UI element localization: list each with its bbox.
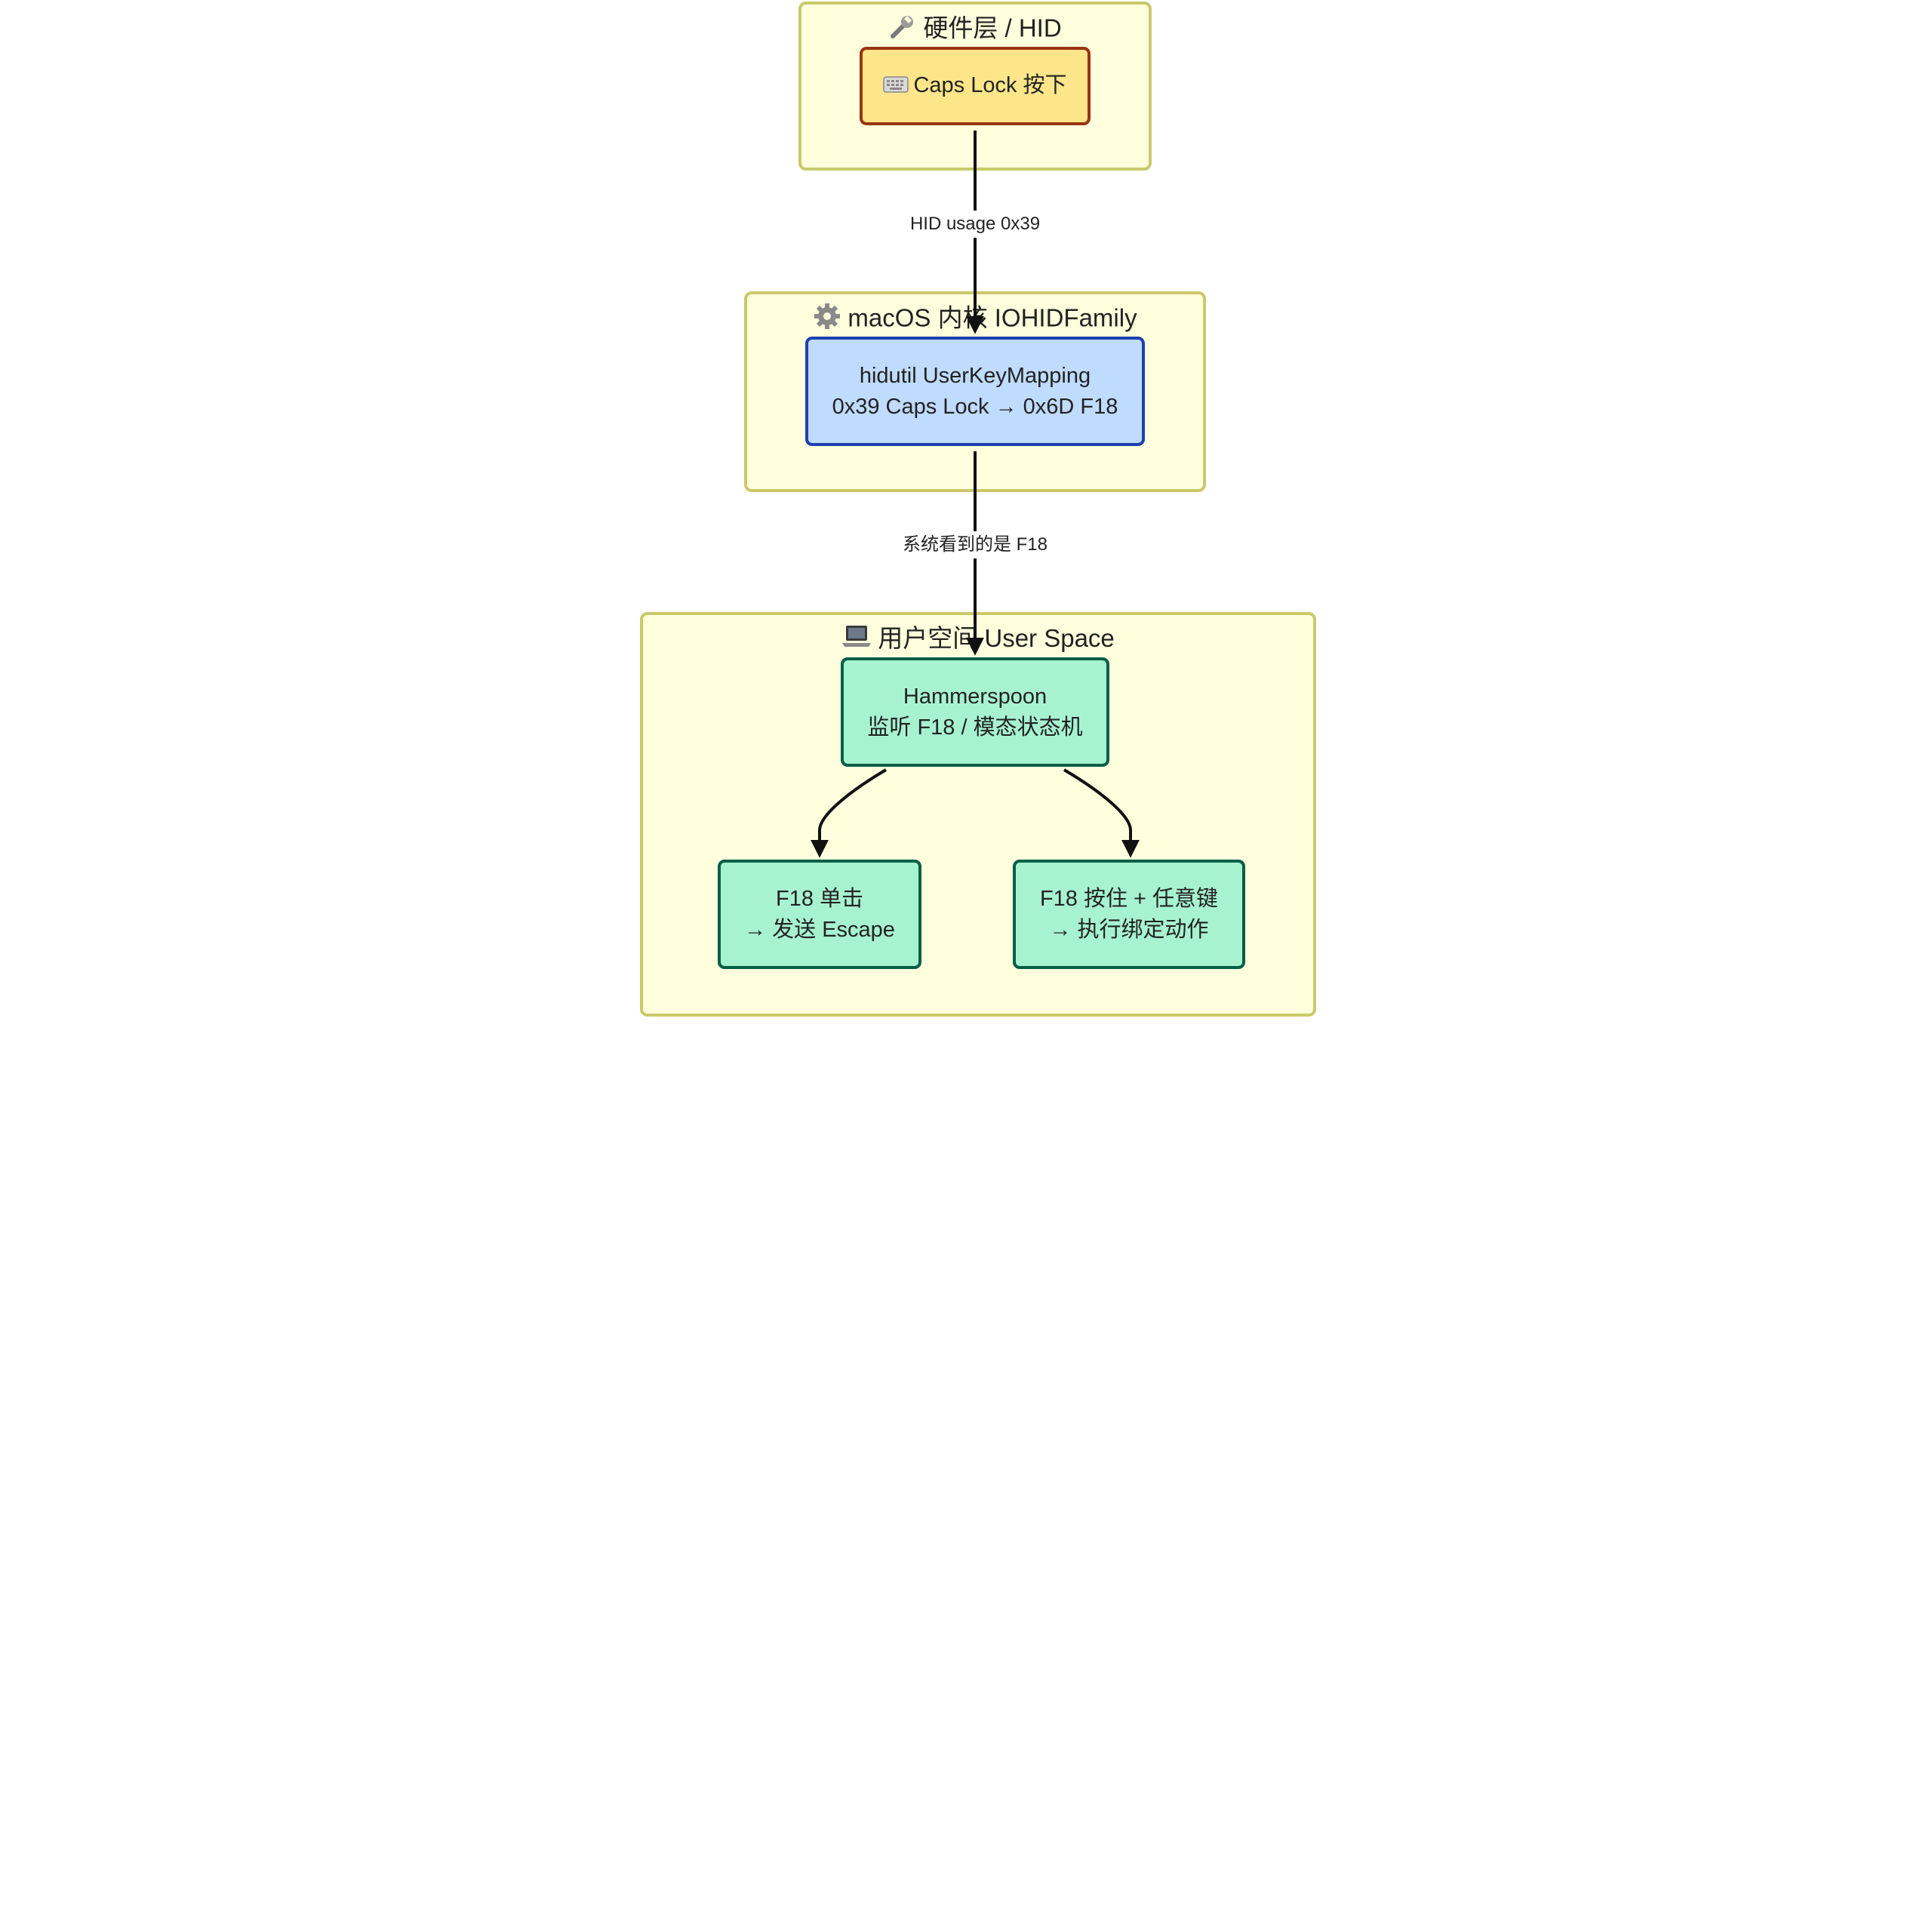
node-capslock-press: Caps Lock 按下 [860,47,1091,125]
cluster-kernel-label: macOS 内核 IOHIDFamily [848,303,1137,332]
wrench-icon [888,12,917,48]
node-capslock-label-row: Caps Lock 按下 [883,70,1067,102]
cluster-userspace-label: 用户空间 User Space [878,624,1115,652]
node-hidutil-mapping: hidutil UserKeyMapping 0x39 Caps Lock → … [805,337,1145,446]
cluster-hardware-title: 硬件层 / HID [801,12,1149,48]
node-hidutil-line2: 0x39 Caps Lock → 0x6D F18 [832,394,1118,419]
node-tap-line2: → 发送 Escape [744,917,895,942]
node-capslock-text: Caps Lock 按下 [913,73,1067,98]
node-hammerspoon-line1: Hammerspoon [903,684,1048,709]
node-hammerspoon: Hammerspoon 监听 F18 / 模态状态机 [841,657,1109,767]
node-tap-line1: F18 单击 [775,886,864,911]
node-f18-tap: F18 单击 → 发送 Escape [718,860,921,969]
keyboard-icon [883,71,909,102]
laptop-icon [841,623,872,657]
node-hidutil-line1: hidutil UserKeyMapping [859,363,1091,388]
edge-label-hid-usage: HID usage 0x39 [905,211,1045,238]
cluster-userspace-title: 用户空间 User Space [643,623,1313,657]
edge-label-system-sees-f18: 系统看到的是 F18 [897,531,1053,558]
node-hold-line1: F18 按住 + 任意键 [1039,886,1219,911]
node-hammerspoon-line2: 监听 F18 / 模态状态机 [867,715,1083,740]
gear-icon [813,302,841,338]
node-hold-line2: → 执行绑定动作 [1049,917,1209,942]
cluster-kernel-title: macOS 内核 IOHIDFamily [747,302,1203,338]
cluster-hardware-label: 硬件层 / HID [923,14,1062,42]
node-f18-hold: F18 按住 + 任意键 → 执行绑定动作 [1013,860,1245,969]
